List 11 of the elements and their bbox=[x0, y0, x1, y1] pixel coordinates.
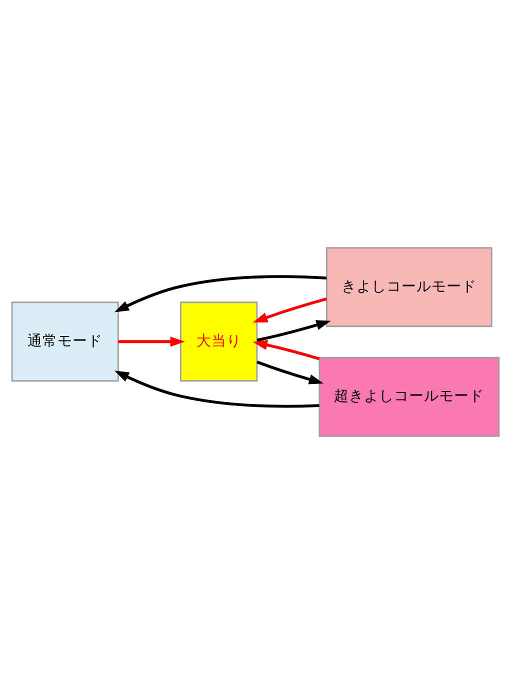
node-box: きよしコールモード bbox=[325, 247, 492, 328]
arrow bbox=[114, 370, 319, 408]
node-box: 大当り bbox=[179, 302, 258, 382]
arrow bbox=[256, 360, 324, 384]
node-box: 超きよしコールモード bbox=[318, 356, 500, 437]
arrow bbox=[252, 297, 327, 323]
arrow bbox=[118, 336, 184, 347]
arrow bbox=[114, 275, 326, 312]
arrow bbox=[256, 320, 330, 342]
node-box: 通常モード bbox=[10, 302, 118, 382]
arrow bbox=[252, 340, 320, 360]
